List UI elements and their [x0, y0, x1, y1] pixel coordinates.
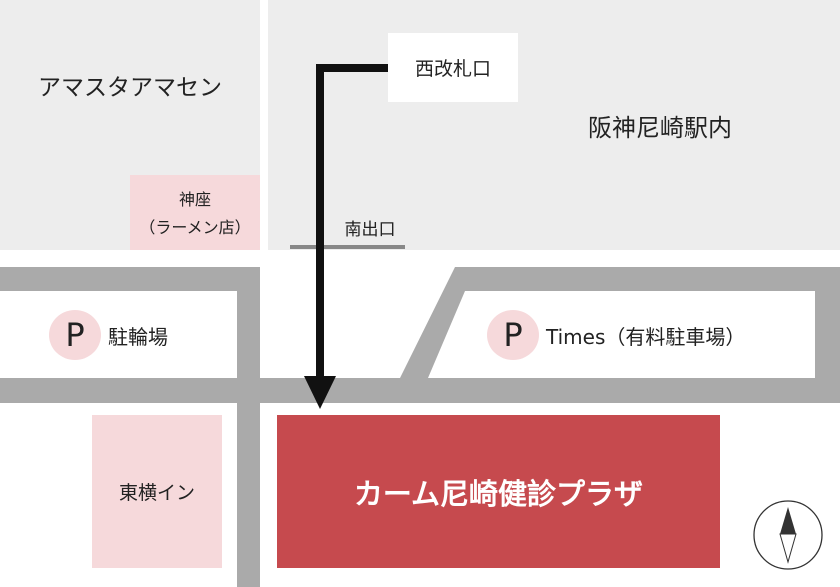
arrow-down-icon — [304, 376, 336, 409]
kamukura-type: （ラーメン店） — [139, 218, 251, 237]
route-arrow-line — [316, 64, 390, 380]
parking-icon: P — [503, 316, 523, 354]
kamukura-name: 神座 — [178, 190, 211, 209]
south-exit-line — [290, 245, 405, 249]
kamukura-label: 神座 （ラーメン店） — [130, 186, 260, 242]
parking-icon-bg — [49, 310, 101, 360]
amasta-label: アマスタアマセン — [38, 75, 222, 101]
destination-label: カーム尼崎健診プラザ — [353, 476, 644, 511]
destination-block — [277, 415, 720, 568]
toyoko-inn-block — [92, 415, 222, 568]
west-gate-box — [388, 33, 518, 102]
toyoko-inn-label: 東横イン — [118, 482, 195, 504]
parking-icon: P — [65, 316, 85, 354]
bicycle-parking-label: 駐輪場 — [108, 324, 168, 349]
south-exit-label: 南出口 — [344, 219, 396, 240]
times-parking-label: Times（有料駐車場） — [546, 324, 746, 349]
station-area — [268, 0, 840, 250]
west-gate-label: 西改札口 — [414, 58, 491, 80]
compass-icon — [753, 500, 823, 570]
parking-icon-bg — [487, 310, 539, 360]
kamukura-block — [130, 175, 260, 250]
hanshin-station-label: 阪神尼崎駅内 — [588, 113, 732, 142]
